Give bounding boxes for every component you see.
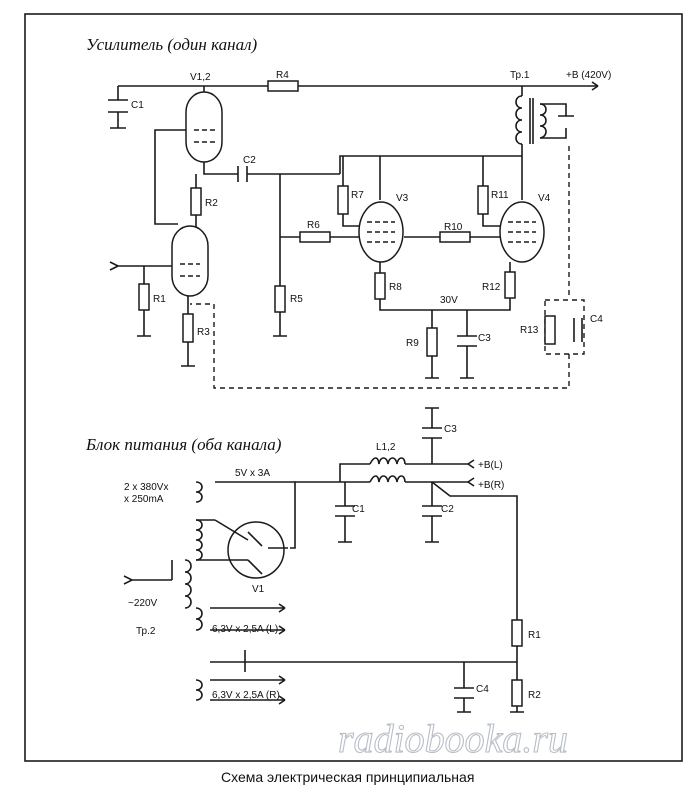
label-c1-ps: C1 [352, 504, 365, 515]
resistor-r6 [299, 231, 331, 243]
label-fil-r: 6,3V x 2,5A (R) [212, 690, 280, 701]
label-tp1: Тр.1 [510, 70, 530, 81]
watermark: radiobooka.ru [338, 716, 568, 761]
capacitor-c1-ps [335, 505, 355, 517]
label-c4-ps: C4 [476, 684, 489, 695]
rectifier-tube-v1 [214, 519, 288, 579]
capacitors-amp [108, 99, 583, 347]
resistor-r3 [182, 313, 194, 343]
resistor-r7 [337, 185, 349, 215]
label-r8: R8 [389, 282, 402, 293]
resistor-r8 [374, 272, 386, 300]
label-r4: R4 [276, 70, 289, 81]
label-r3: R3 [197, 327, 210, 338]
power-components [335, 427, 523, 707]
tube-v4 [499, 201, 545, 263]
label-r2: R2 [205, 198, 218, 209]
tube-v1-2 [171, 91, 223, 297]
label-r5: R5 [290, 294, 303, 305]
label-b-l: +В(L) [478, 460, 503, 471]
resistor-r1 [138, 283, 150, 311]
label-5v3a: 5V x 3A [235, 468, 270, 479]
label-v1-2: V1,2 [190, 72, 211, 83]
label-v1-ps: V1 [252, 584, 265, 595]
label-r10: R10 [444, 222, 463, 233]
label-r1-ps: R1 [528, 630, 541, 641]
label-sec: 2 x 380Vx [124, 482, 168, 493]
resistor-r9 [426, 327, 438, 357]
label-c3: C3 [478, 333, 491, 344]
amplifier-labels: V1,2 R4 C1 C2 R2 R1 R3 R5 R6 R7 V3 R8 R9… [131, 70, 611, 349]
label-c2-ps: C2 [441, 504, 454, 515]
capacitor-c3-ps [422, 427, 442, 439]
capacitor-c4-ps [454, 687, 474, 699]
ground-symbols-amp [110, 115, 574, 379]
amplifier-wires [117, 85, 598, 378]
label-b420: +В (420V) [566, 70, 611, 81]
label-b-r: +В(R) [478, 480, 504, 491]
resistor-r2-ps [511, 679, 523, 707]
label-sec2: x 250mA [124, 494, 164, 505]
label-r6: R6 [307, 220, 320, 231]
label-tp2: Тр.2 [136, 626, 156, 637]
resistor-r2 [190, 187, 202, 216]
label-c4: C4 [590, 314, 603, 325]
label-r1: R1 [153, 294, 166, 305]
capacitor-c4 [573, 318, 583, 342]
power-labels: 2 x 380Vx x 250mA 5V x 3A V1 L1,2 C3 C1 … [124, 424, 541, 701]
resistor-r11 [477, 185, 489, 215]
capacitor-c3 [457, 335, 477, 347]
resistors-amp [138, 80, 556, 357]
resistor-r10 [439, 231, 471, 243]
label-mains: ~220V [128, 598, 158, 609]
resistor-r12 [504, 271, 516, 299]
label-r7: R7 [351, 190, 364, 201]
capacitor-c2-ps [422, 505, 442, 517]
resistor-r13 [544, 315, 556, 345]
label-r13: R13 [520, 325, 539, 336]
capacitor-c2 [237, 166, 248, 182]
inductor-l1-2 [369, 457, 406, 483]
resistor-r5 [274, 285, 286, 313]
label-fil-l: 6,3V x 2,5A (L) [212, 624, 278, 635]
label-v4: V4 [538, 193, 551, 204]
label-v3: V3 [396, 193, 409, 204]
label-c2: C2 [243, 155, 256, 166]
input-jack [109, 261, 119, 271]
frame-border [24, 13, 683, 762]
label-l1-2: L1,2 [376, 442, 396, 453]
ground-symbols-power [338, 407, 524, 713]
label-c3-ps: C3 [444, 424, 457, 435]
feedback-path [190, 146, 585, 389]
label-r11: R11 [491, 190, 509, 201]
transformer-tp1 [515, 81, 599, 145]
power-wires [123, 408, 518, 712]
transformer-tp2 [184, 481, 215, 701]
power-title: Блок питания (оба канала) [85, 435, 282, 454]
label-c1: C1 [131, 100, 144, 111]
resistor-r4 [267, 80, 299, 92]
label-r9: R9 [406, 338, 419, 349]
label-r2-ps: R2 [528, 690, 541, 701]
capacitor-c1 [108, 99, 128, 113]
resistor-r1-ps [511, 619, 523, 647]
amplifier-title: Усилитель (один канал) [86, 35, 257, 54]
tube-v3 [358, 201, 404, 263]
label-r12: R12 [482, 282, 501, 293]
caption: Схема электрическая принципиальная [221, 769, 474, 785]
label-30v: 30V [440, 295, 458, 306]
